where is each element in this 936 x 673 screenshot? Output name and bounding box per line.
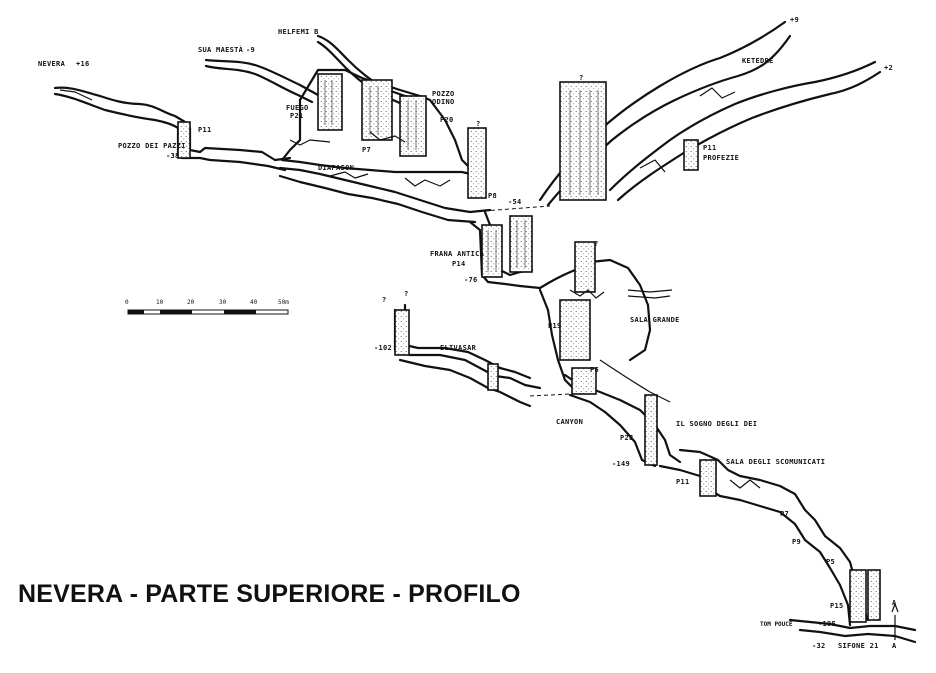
diapason-passage [278,166,492,224]
label-q-central: ? [579,74,584,82]
label-canyon: CANYON [556,418,583,426]
label-p9: P9 [792,538,801,546]
label-p7b: P7 [780,510,789,518]
label-sua-maesta-depth: -9 [246,46,255,54]
shaft-p14 [481,224,503,278]
label-plus9: +9 [790,16,799,24]
label-p21: P21 [290,112,304,120]
label-q-elivasar-1: ? [382,296,387,304]
label-sifone: SIFONE 21 [838,642,879,650]
label-pozzo-odino-2: ODINO [432,98,455,106]
label-a-bottom: A [892,642,897,650]
shaft-p15-right [867,569,881,621]
label-p28: P28 [620,434,634,442]
label-minus102: -102 [374,344,392,352]
label-nevera-depth: +16 [76,60,90,68]
frana-antica-section [468,205,551,290]
entrance-passage [53,86,292,172]
shaft-p11-profezie [683,139,699,171]
scale-tick-50m: 50m [278,299,289,306]
label-elivasar: ELIVASAR [440,344,477,352]
shaft-p19 [559,299,591,361]
shaft-p6 [571,367,597,395]
shaft-p21 [317,73,343,131]
scale-tick-10: 10 [156,299,164,306]
scale-tick-30: 30 [219,299,227,306]
scale-tick-20: 20 [187,299,195,306]
canyon-section [529,359,682,468]
label-a-top: A [892,599,897,607]
shaft-elivasar-2 [487,363,499,391]
scale-bar: 0 10 20 30 40 50m [125,299,289,315]
label-minus32: -32 [812,642,826,650]
label-ketedre: KETEDRE [742,57,774,65]
central-tall-shaft [559,81,607,201]
label-fuego: FUEGO [286,104,309,112]
label-minus195: -195 [818,620,836,628]
drawing-title: NEVERA - PARTE SUPERIORE - PROFILO [18,580,521,608]
label-minus54: -54 [508,198,522,206]
central-shaft [559,81,607,201]
elivasar-passage [393,303,542,408]
upper-chamber [280,68,487,199]
label-p15: P15 [830,602,844,610]
shaft-p11-top [177,121,191,159]
label-p8: P8 [488,192,497,200]
label-minus149: -149 [612,460,630,468]
label-sogno: IL SOGNO DEGLI DEI [676,420,757,428]
label-nevera: NEVERA [38,60,66,68]
label-sua-maesta: SUA MAESTÀ [198,45,244,54]
label-sala-grande: SALA GRANDE [630,316,680,324]
label-p11-profezie: P11 [703,144,717,152]
scale-tick-40: 40 [250,299,258,306]
label-minus76: -76 [464,276,478,284]
shaft-p20 [399,95,427,157]
shaft-p28 [644,394,658,466]
label-q-sala: ? [594,240,599,248]
shaft-p8-left [467,127,487,199]
shaft-p14-right [509,215,533,273]
label-tom-pouce: TOM POUCE [760,621,793,628]
label-p7: P7 [362,146,371,154]
shaft-top-q [574,241,596,293]
label-p11-top: P11 [198,126,212,134]
shaft-elivasar [394,309,410,356]
label-helfemi: HELFEMI B [278,28,319,36]
label-plus2: +2 [884,64,893,72]
label-p11-bottom: P11 [676,478,690,486]
label-p5: P5 [826,558,835,566]
label-profezie: PROFEZIE [703,154,739,162]
label-pozzo-dei-pazzi: POZZO DEI PAZZI [118,142,186,150]
label-p20: P20 [440,116,454,124]
label-q-p8: ? [476,120,481,128]
label-pozzo-odino-1: POZZO [432,90,455,98]
label-sala-scomunicati: SALA DEGLI SCOMUNICATI [726,458,825,466]
shaft-p15 [849,569,867,623]
sala-grande-section [538,241,673,392]
right-upper-branch [538,20,882,207]
label-p14: P14 [452,260,466,268]
label-q-elivasar-2: ? [404,290,409,298]
sua-maesta-passage [204,58,320,104]
label-pozzo-dei-pazzi-depth: -38 [166,152,180,160]
label-diapason: DIAPASON [318,164,354,172]
survey-labels: NEVERA +16 SUA MAESTÀ -9 HELFEMI B POZZO… [38,16,897,650]
lower-descent [658,448,917,644]
shaft-upper-mid [361,79,393,141]
label-frana-antica: FRANA ANTICA [430,250,485,258]
label-p19: P19 [548,322,562,330]
shaft-p11-bottom [699,459,717,497]
scale-tick-0: 0 [125,299,129,306]
label-p6: P6 [590,366,599,374]
